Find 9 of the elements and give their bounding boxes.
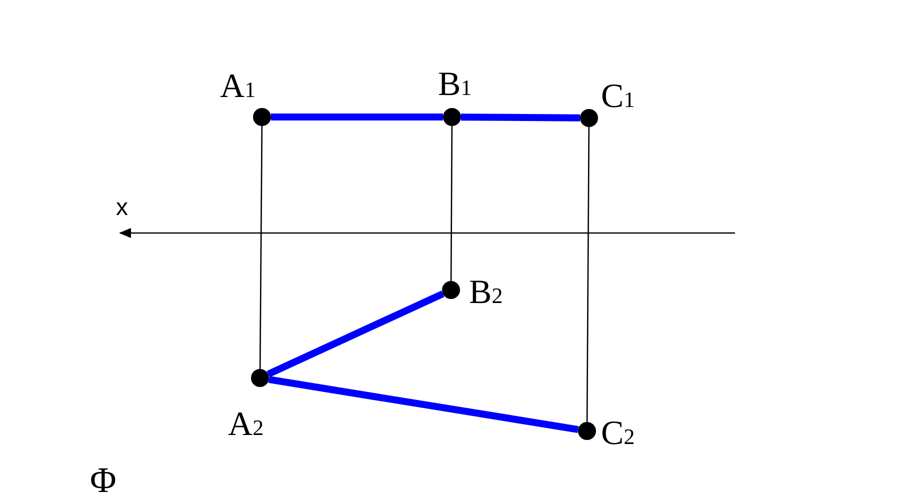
- segment-line: [460, 114, 580, 122]
- segment-line: [271, 114, 443, 120]
- segment-line: [266, 290, 444, 378]
- axis-label: x: [116, 196, 128, 220]
- projection-line: [259, 126, 263, 369]
- segment-line: [268, 376, 579, 434]
- symbol-label: Φ: [90, 462, 116, 498]
- projection-line: [586, 127, 590, 422]
- projection-line: [450, 126, 453, 281]
